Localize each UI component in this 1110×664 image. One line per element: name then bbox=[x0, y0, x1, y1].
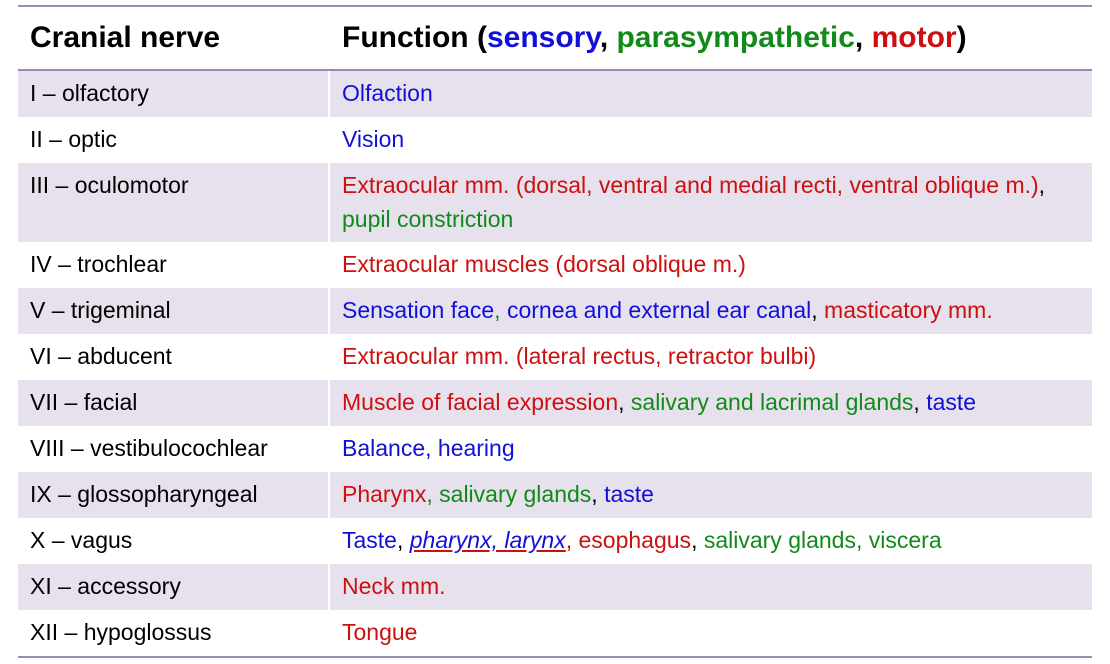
function-cell: Olfaction bbox=[330, 71, 1092, 117]
text-segment-black: , bbox=[691, 527, 704, 553]
text-segment-red: , esophagus bbox=[565, 527, 692, 553]
header-function: Function (sensory, parasympathetic, moto… bbox=[330, 21, 967, 55]
text-segment-blue: Taste bbox=[342, 527, 397, 553]
cranial-nerve-table: Cranial nerve Function (sensory, parasym… bbox=[18, 5, 1092, 658]
text-segment-red: Neck mm. bbox=[342, 573, 446, 599]
function-cell: Muscle of facial expression, salivary an… bbox=[330, 380, 1092, 426]
text-segment-blue: taste bbox=[926, 389, 977, 415]
nerve-cell: I – olfactory bbox=[18, 71, 330, 117]
table-row: XI – accessory Neck mm. bbox=[18, 564, 1092, 610]
function-cell: Extraocular mm. (lateral rectus, retract… bbox=[330, 334, 1092, 380]
function-cell: Extraocular mm. (dorsal, ventral and med… bbox=[330, 163, 1092, 242]
function-cell: Extraocular muscles (dorsal oblique m.) bbox=[330, 242, 1092, 288]
text-segment-blue: Olfaction bbox=[342, 80, 433, 106]
text-segment-black: , bbox=[599, 21, 617, 54]
nerve-cell: IX – glossopharyngeal bbox=[18, 472, 330, 518]
text-segment-green: salivary and lacrimal glands bbox=[630, 389, 914, 415]
text-segment-blue: taste bbox=[604, 481, 654, 507]
nerve-cell: VIII – vestibulocochlear bbox=[18, 426, 330, 472]
header-cranial-nerve: Cranial nerve bbox=[30, 21, 221, 54]
table-row: III – oculomotor Extraocular mm. (dorsal,… bbox=[18, 163, 1092, 242]
nerve-cell: III – oculomotor bbox=[18, 163, 330, 242]
text-segment-black: , bbox=[913, 389, 927, 415]
text-segment-black: Function ( bbox=[342, 21, 487, 54]
text-segment-red: Extraocular muscles (dorsal oblique m.) bbox=[342, 251, 746, 277]
text-segment-blue: sensory bbox=[486, 21, 600, 54]
function-cell: Pharynx, salivary glands, taste bbox=[330, 472, 1092, 518]
table-row: VI – abducent Extraocular mm. (lateral re… bbox=[18, 334, 1092, 380]
text-segment-green: , salivary glands bbox=[426, 481, 592, 507]
text-segment-red: Extraocular mm. (lateral rectus, retract… bbox=[342, 343, 817, 369]
text-segment-green: salivary glands, viscera bbox=[703, 527, 942, 553]
text-segment-red: Tongue bbox=[342, 619, 418, 645]
text-segment-black: , bbox=[1038, 172, 1046, 198]
table-row: IV – trochlear Extraocular muscles (dorsa… bbox=[18, 242, 1092, 288]
text-segment-green: pupil constriction bbox=[342, 206, 514, 232]
nerve-cell: II – optic bbox=[18, 117, 330, 163]
text-segment-black: , bbox=[591, 481, 605, 507]
text-segment-blue: pharynx, larynx bbox=[409, 527, 566, 553]
text-segment-black: , bbox=[854, 21, 872, 54]
text-segment-red: motor bbox=[871, 21, 957, 54]
table-row: VIII – vestibulocochlear Balance, hearing bbox=[18, 426, 1092, 472]
text-segment-blue: Vision bbox=[342, 126, 405, 152]
text-segment-red: masticatory mm. bbox=[824, 297, 993, 323]
nerve-cell: V – trigeminal bbox=[18, 288, 330, 334]
nerve-cell: XI – accessory bbox=[18, 564, 330, 610]
text-segment-red: Extraocular mm. (dorsal, ventral and med… bbox=[342, 172, 1039, 198]
text-segment-black: , bbox=[396, 527, 410, 553]
text-segment-blue: cornea and external ear canal bbox=[506, 297, 812, 323]
function-cell: Tongue bbox=[330, 610, 1092, 656]
function-cell: Sensation face, cornea and external ear … bbox=[330, 288, 1092, 334]
function-cell: Vision bbox=[330, 117, 1092, 163]
text-segment-green: parasympathetic bbox=[616, 21, 855, 54]
table-row: I – olfactory Olfaction bbox=[18, 71, 1092, 117]
function-cell: Neck mm. bbox=[330, 564, 1092, 610]
text-segment-black: ) bbox=[956, 21, 967, 54]
function-cell: Balance, hearing bbox=[330, 426, 1092, 472]
text-segment-black: , bbox=[618, 389, 631, 415]
table-header: Cranial nerve Function (sensory, parasym… bbox=[18, 7, 1092, 71]
nerve-cell: VII – facial bbox=[18, 380, 330, 426]
text-segment-blue: Sensation face bbox=[342, 297, 495, 323]
text-segment-blue: Balance, hearing bbox=[342, 435, 515, 461]
nerve-cell: VI – abducent bbox=[18, 334, 330, 380]
function-cell: Taste, pharynx, larynx, esophagus, saliv… bbox=[330, 518, 1092, 564]
text-segment-black: , bbox=[811, 297, 825, 323]
table-row: II – optic Vision bbox=[18, 117, 1092, 163]
text-segment-red: Pharynx bbox=[342, 481, 427, 507]
nerve-cell: XII – hypoglossus bbox=[18, 610, 330, 656]
nerve-cell: X – vagus bbox=[18, 518, 330, 564]
text-segment-green: , bbox=[494, 297, 507, 323]
text-segment-red: Muscle of facial expression bbox=[342, 389, 619, 415]
table-row: XII – hypoglossus Tongue bbox=[18, 610, 1092, 656]
nerve-cell: IV – trochlear bbox=[18, 242, 330, 288]
